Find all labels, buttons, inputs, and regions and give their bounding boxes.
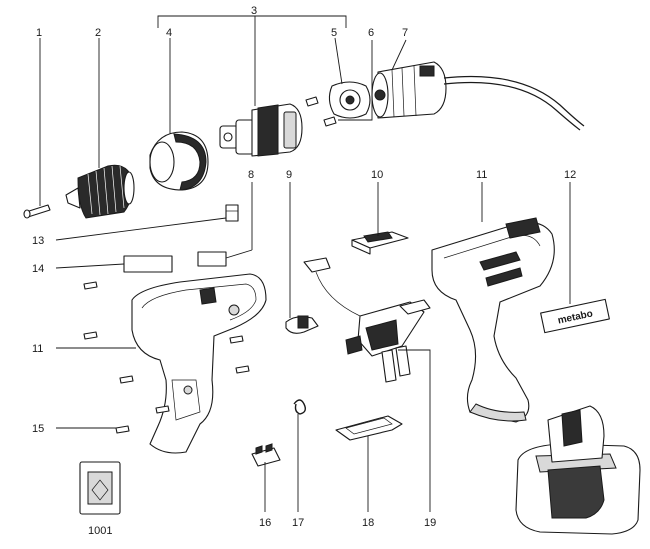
part-4-clutch-ring bbox=[149, 131, 209, 191]
part-13-clip bbox=[225, 204, 239, 222]
callout-10: 10 bbox=[371, 169, 383, 181]
part-5-screw bbox=[305, 96, 319, 107]
callout-16: 16 bbox=[259, 517, 271, 529]
part-2-chuck bbox=[65, 164, 135, 219]
callout-1: 1 bbox=[36, 27, 42, 39]
callout-11-left: 11 bbox=[32, 343, 43, 355]
part-11-right-housing bbox=[431, 217, 555, 423]
part-1-pin bbox=[23, 204, 51, 219]
callout-19: 19 bbox=[424, 517, 436, 529]
callout-9: 9 bbox=[286, 169, 292, 181]
part-7-motor bbox=[371, 61, 585, 131]
callout-18: 18 bbox=[362, 517, 374, 529]
callout-11-right: 11 bbox=[476, 169, 487, 181]
part-9-rocker bbox=[285, 315, 319, 334]
part-10-switch-cover bbox=[351, 231, 409, 255]
part-11-left-housing bbox=[131, 273, 267, 454]
callout-4: 4 bbox=[166, 27, 172, 39]
callout-6: 6 bbox=[368, 27, 374, 39]
callout-13: 13 bbox=[32, 235, 44, 247]
callout-5: 5 bbox=[331, 27, 337, 39]
part-6-screw bbox=[323, 116, 337, 127]
callout-1001: 1001 bbox=[88, 525, 112, 537]
callout-12: 12 bbox=[564, 169, 576, 181]
battery-pack bbox=[515, 405, 641, 535]
callout-15: 15 bbox=[32, 423, 44, 435]
part-3-gearbox bbox=[219, 103, 303, 157]
leader-lines bbox=[39, 15, 571, 512]
part-16-terminal bbox=[251, 443, 281, 467]
part-14-labels bbox=[123, 251, 227, 273]
part-18-latch bbox=[335, 415, 403, 441]
part-1001-manual bbox=[79, 461, 121, 515]
part-12-brand-label: metabo bbox=[540, 298, 610, 334]
part-screws-left bbox=[83, 281, 250, 434]
callout-7: 7 bbox=[402, 27, 408, 39]
part-19-switch bbox=[303, 257, 431, 383]
part-5-motor-plate bbox=[328, 81, 371, 119]
callout-3: 3 bbox=[251, 5, 257, 17]
callout-2: 2 bbox=[95, 27, 101, 39]
callout-8: 8 bbox=[248, 169, 254, 181]
callout-17: 17 bbox=[292, 517, 304, 529]
callout-labels: 1 2 3 4 5 6 7 8 9 10 11 11 12 13 14 15 1… bbox=[32, 5, 576, 537]
callout-14: 14 bbox=[32, 263, 44, 275]
part-17-spring bbox=[293, 399, 307, 415]
